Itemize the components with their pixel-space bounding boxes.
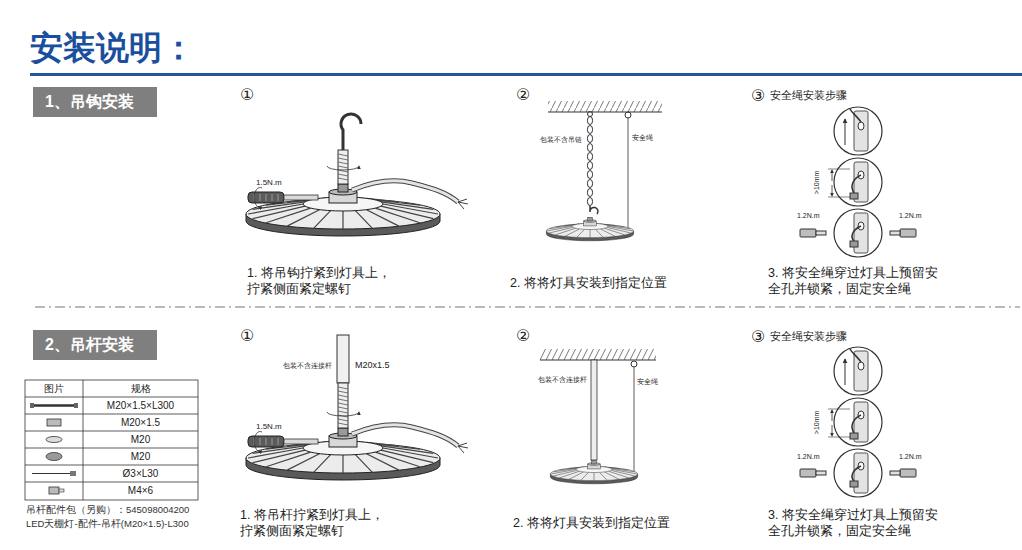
power-cable <box>352 181 468 209</box>
step-caption: 2. 将将灯具安装到指定位置 <box>513 516 670 532</box>
step-caption: 1. 将吊钩拧紧到灯具上， 拧紧侧面紧定螺钉 <box>247 266 432 297</box>
anchor <box>588 112 593 117</box>
part-note: 安全绳 <box>632 134 653 143</box>
step-number: ② <box>516 326 530 346</box>
screwdriver <box>248 432 318 452</box>
high-bay-lamp <box>550 460 637 483</box>
table-header: 规格 <box>83 380 198 397</box>
chain-hook <box>590 206 598 214</box>
threaded-shank <box>338 150 348 184</box>
screwdriver <box>248 188 318 208</box>
section-band: 2、吊杆安装 <box>33 330 157 360</box>
accessory-note: LED天棚灯-配件-吊杆(M20×1.5)-L300 <box>26 518 189 530</box>
step-number: ① <box>240 85 254 105</box>
high-bay-lamp <box>246 428 440 480</box>
rope-detail-figure <box>800 347 916 497</box>
threaded-end <box>338 383 348 428</box>
thread-spec: M20x1.5 <box>355 360 390 371</box>
rotate-arrow <box>327 166 359 170</box>
rod <box>337 335 349 383</box>
table-cell: Ø3×L30 <box>83 465 198 482</box>
step-number: ① <box>240 326 254 346</box>
rotate-arrow <box>327 412 359 416</box>
section-band: 1、吊钩安装 <box>33 87 157 117</box>
chain <box>586 116 594 206</box>
dimension-label: >10mm <box>813 411 822 435</box>
step-number: ② <box>516 85 530 105</box>
table-cell: M4×6 <box>83 482 198 499</box>
table-header: 图片 <box>25 380 83 397</box>
torque-label: 1.2N.m <box>899 212 922 221</box>
table-cell: M20 <box>83 431 198 448</box>
table-cell: M20×1.5 <box>83 414 198 431</box>
torque-label: 1.5N.m <box>256 178 282 188</box>
accessory-note: 吊杆配件包（另购）：545098004200 <box>26 504 189 516</box>
step-caption: 2. 将将灯具安装到指定位置 <box>510 276 667 292</box>
rope-anchor <box>631 361 637 367</box>
part-note: 包装不含连接杆 <box>538 376 587 385</box>
step-number: ③ <box>751 86 765 106</box>
chain-mount-figure <box>546 101 662 241</box>
title-rule <box>30 73 1022 76</box>
section-title: 2、吊杆安装 <box>45 335 134 356</box>
step-heading: 安全绳安装步骤 <box>770 89 847 103</box>
part-note: 安全绳 <box>637 378 658 387</box>
step-heading: 安全绳安装步骤 <box>770 330 847 344</box>
ceiling <box>540 349 656 360</box>
power-cable <box>352 425 468 453</box>
step-caption: 1. 将吊杆拧紧到灯具上， 拧紧侧面紧定螺钉 <box>240 508 425 539</box>
torque-label: 1.2N.m <box>899 453 922 462</box>
ceiling-line <box>540 360 656 361</box>
torque-label: 1.2N.m <box>797 453 820 462</box>
rod-mount-figure <box>540 349 656 484</box>
step-caption: 3. 将安全绳穿过灯具上预留安 全孔并锁紧，固定安全绳 <box>768 266 963 297</box>
rod-step-figure <box>246 335 468 480</box>
ceiling-line <box>548 112 662 113</box>
torque-label: 1.2N.m <box>797 212 820 221</box>
high-bay-lamp <box>546 217 633 240</box>
high-bay-lamp <box>246 184 440 236</box>
safety-rope <box>628 118 629 229</box>
part-note: 包装不含吊链 <box>540 136 582 145</box>
rope-detail-figure <box>800 107 916 257</box>
step-number: ③ <box>751 327 765 347</box>
safety-rope <box>634 367 635 472</box>
ceiling <box>548 101 662 112</box>
thread-lines <box>338 387 348 425</box>
rope-anchor <box>625 112 631 118</box>
section-divider <box>35 307 1020 308</box>
dimension-label: >10mm <box>813 171 822 195</box>
part-note: 包装不含连接杆 <box>283 362 332 371</box>
parts-table <box>25 380 198 500</box>
rod <box>591 360 597 460</box>
table-cell: M20 <box>83 448 198 465</box>
torque-label: 1.5N.m <box>256 422 282 432</box>
table-cell: M20×1.5×L300 <box>83 397 198 414</box>
hook-step-figure <box>246 114 468 236</box>
section-title: 1、吊钩安装 <box>45 92 134 113</box>
step-caption: 3. 将安全绳穿过灯具上预留安 全孔并锁紧，固定安全绳 <box>768 508 963 539</box>
page-title: 安装说明： <box>30 28 195 68</box>
thread-lines <box>338 154 348 180</box>
eye-hook <box>341 114 361 150</box>
